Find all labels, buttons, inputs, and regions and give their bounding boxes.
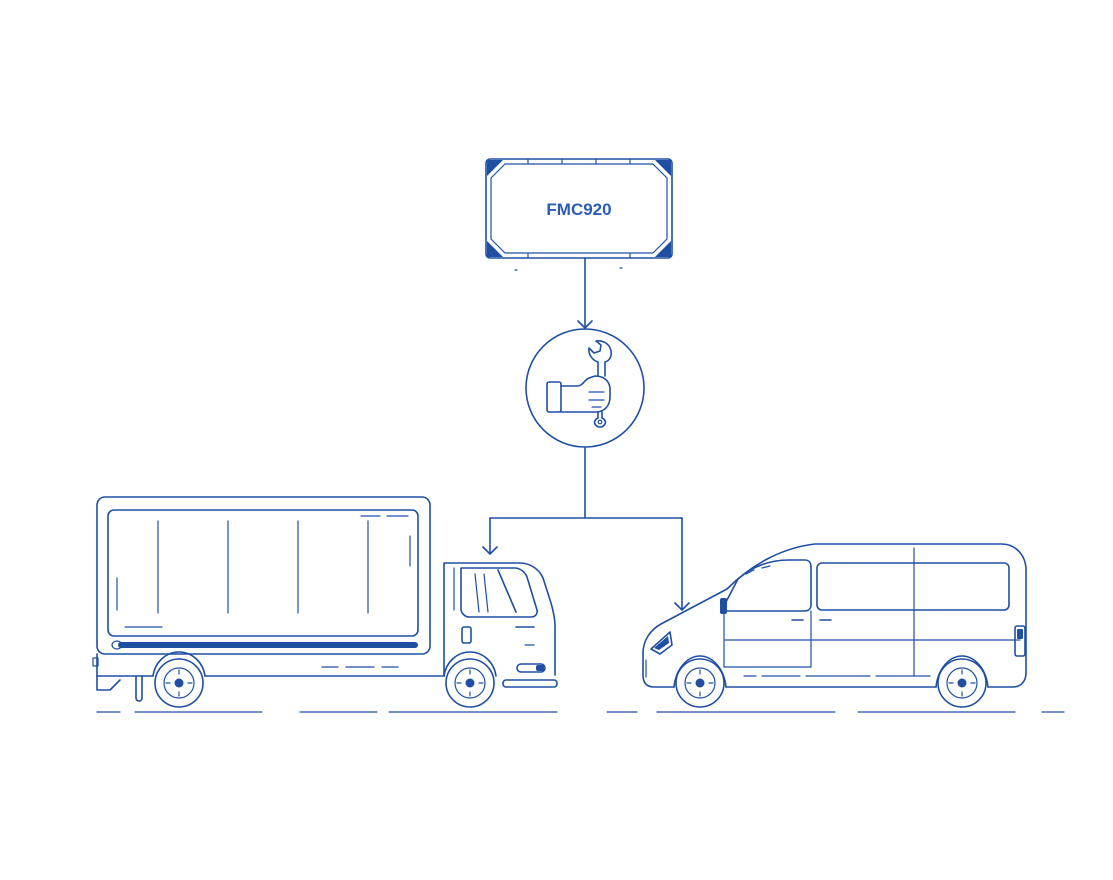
box-truck-icon xyxy=(92,496,558,708)
device-label: FMC920 xyxy=(546,200,611,219)
cargo-van-icon xyxy=(642,543,1027,708)
hand-wrench-icon xyxy=(525,328,645,448)
connector-lines xyxy=(482,257,690,611)
fmc920-device: FMC920 xyxy=(485,158,673,271)
